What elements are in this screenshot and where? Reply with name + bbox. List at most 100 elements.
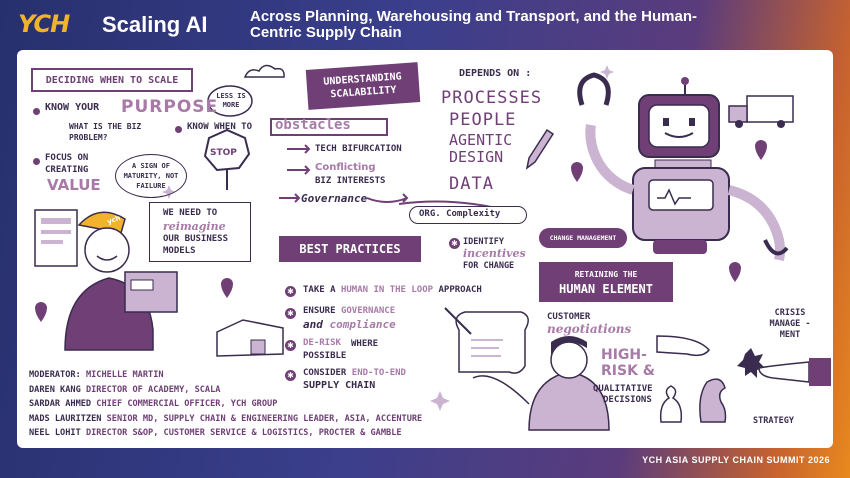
org-complexity-box [409,206,527,224]
identify-text: IDENTIFY [463,237,504,247]
credit-row: MADS LAURITZEN SENIOR MD, SUPPLY CHAIN &… [29,412,422,427]
incentives-word: incentives [463,247,526,260]
document-quill-icon [444,307,529,374]
practice-1-highlight: HUMAN IN THE LOOP [340,285,434,295]
bullet-dot [33,108,40,115]
page-title: Scaling AI [102,12,208,37]
chess-pieces-illustration [659,378,727,423]
practice-4: CONSIDER END-TO-END [303,368,406,378]
bullet-dot: ✱ [285,340,296,351]
qualitative-line-2: DECISIONS [603,395,652,405]
cloud-icon [243,64,285,78]
less-is-more: LESS IS MORE [216,92,246,109]
practice-3-highlight: DE-RISK [303,338,341,348]
credit-role: MODERATOR: [29,370,81,380]
for-change-text: FOR CHANGE [463,261,515,271]
depends-item-0: PROCESSES [441,88,543,108]
credit-row: MODERATOR: MICHELLE MARTIN [29,368,422,383]
obstacle-arrows [279,144,409,203]
practice-4-supply-chain: SUPPLY CHAIN [303,380,376,391]
obstacles-title: obstacles [275,117,351,133]
strategy-text: STRATEGY [753,416,794,426]
credit-role: NEEL LOHIT [29,428,81,438]
page-subtitle: Across Planning, Warehousing and Transpo… [250,8,697,41]
focus-text: FOCUS ON CREATING [45,153,89,175]
footer-event-name: YCH ASIA SUPPLY CHAIN SUMMIT 2026 [642,455,830,465]
practice-1: TAKE A HUMAN IN THE LOOP APPROACH [303,285,482,295]
bullet-dot: ✱ [285,370,296,381]
ych-logo: YCH [18,10,70,38]
depends-item-1: PEOPLE [449,110,517,130]
practice-3-rest: WHERE POSSIBLE [303,339,379,361]
biz-problem-text: WHAT IS THE BIZ PROBLEM? [69,122,142,142]
value-word: VALUE [47,176,101,194]
stop-text: STOP [210,148,237,158]
high-risk-line-2: RISK & [601,363,656,379]
credit-row: SARDAR AHMED CHIEF COMMERCIAL OFFICER, Y… [29,397,422,412]
truck-icon [728,95,794,128]
negotiations-word: negotiations [547,322,632,336]
woman-illustration [472,336,610,431]
scalability-banner: UNDERSTANDING SCALABILITY [305,62,421,110]
bullet-dot: ✱ [285,286,296,297]
map-pin-icons [35,140,767,322]
pointing-hands-illustration [656,335,831,386]
obstacle-item-2: BIZ INTERESTS [315,176,386,186]
bullet-dot: ✱ [449,238,460,249]
practice-2-compliance: compliance [329,318,396,331]
best-practices-banner: BEST PRACTICES [279,236,421,262]
credit-name: MICHELLE MARTIN [85,370,164,380]
practice-2-ensure: ENSURE [303,306,336,316]
pencil-icon [525,128,555,170]
reimagine-line-1: WE NEED TO [163,208,218,218]
warehouse-icon [216,319,284,357]
stop-sign-icon [203,128,251,190]
illustrations [34,64,831,431]
practice-2-governance: GOVERNANCE [340,306,396,316]
change-management-badge: CHANGE MANAGEMENT [539,228,627,248]
practice-2-line-2: and compliance [303,318,396,331]
credit-name: DIRECTOR OF ACADEMY, SCALA [85,384,221,395]
high-risk-line-1: HIGH- [601,347,647,363]
depends-item-2: AGENTIC DESIGN [449,131,513,166]
human-element-banner: RETAINING THE HUMAN ELEMENT [539,262,673,302]
speaker-credits: MODERATOR: MICHELLE MARTIN DAREN KANG DI… [29,368,422,441]
practice-4-consider: CONSIDER [303,368,347,378]
practice-1-suffix: APPROACH [438,285,482,295]
depends-item-3: DATA [449,174,494,194]
org-complexity-text: ORG. Complexity [419,209,501,219]
practice-3: DE-RISK [303,338,341,348]
obstacle-item-0: TECH BIFURCATION [315,144,402,154]
robot-illustration [577,72,789,261]
purpose-prefix: KNOW YOUR [45,102,100,113]
qualitative-line-1: QUALITATIVE [593,384,653,394]
bullet-dot: ✱ [285,308,296,319]
reimagine-line-3: OUR BUSINESS MODELS [163,234,229,256]
speech-bubble-icon [207,85,253,117]
bullet-dot [175,126,182,133]
maturity-bubble: A SIGN OF MATURITY, NOT FAILURE [115,154,187,198]
practice-4-end-to-end: END-TO-END [351,368,406,378]
obstacle-item-1: Conflicting [315,162,376,173]
practice-2-and: and [303,318,323,331]
credit-row: DAREN KANG DIRECTOR OF ACADEMY, SCALA [29,383,422,398]
practice-2: ENSURE GOVERNANCE [303,306,395,316]
obstacles-box [270,118,388,136]
credit-name: SENIOR MD, SUPPLY CHAIN & ENGINEERING LE… [106,413,423,424]
credit-name: DIRECTOR S&OP, CUSTOMER SERVICE & LOGIST… [85,428,402,438]
credit-role: MADS LAURITZEN [29,413,102,424]
practice-1-prefix: TAKE A [303,285,336,295]
deciding-banner: DECIDING WHEN TO SCALE [31,68,193,92]
obstacle-item-3: Governance [301,192,368,205]
credit-row: NEEL LOHIT DIRECTOR S&OP, CUSTOMER SERVI… [29,426,422,441]
customer-text: CUSTOMER [547,312,591,322]
credit-role: SARDAR AHMED [29,399,92,409]
crisis-management-text: CRISIS MANAGE -MENT [769,308,811,340]
human-banner-line-2: HUMAN ELEMENT [559,282,653,296]
reimagine-word: reimagine [163,220,226,233]
know-when-text: KNOW WHEN TO [187,122,253,132]
depends-on-label: DEPENDS ON : [459,68,532,79]
credit-name: CHIEF COMMERCIAL OFFICER, YCH GROUP [96,399,278,409]
credit-role: DAREN KANG [29,384,81,395]
sketchnote-board: DECIDING WHEN TO SCALE KNOW YOUR PURPOSE… [17,50,833,448]
